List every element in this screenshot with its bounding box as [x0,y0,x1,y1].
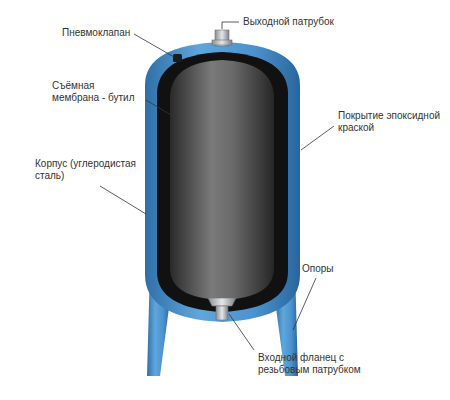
part-label: Корпус (углеродистая сталь) [35,158,143,182]
part-label: Опоры [302,263,352,275]
leader-line [134,34,174,57]
leader-line [293,278,316,330]
part-label: Входной фланец с резьбовым патрубком [258,352,382,376]
part-label: Съёмная мембрана - бутил [52,80,144,104]
leader-line [229,314,254,350]
tank-interior [157,52,288,312]
air-valve [173,54,182,62]
inlet-nipple [216,306,228,320]
outlet-nut [212,40,232,45]
tank-body [145,42,300,322]
part-label: Покрытие эпоксидной краской [338,110,442,134]
leader-line [100,186,146,214]
leader-line [222,22,239,29]
part-label: Пневмоклапан [62,27,134,39]
inlet-flange [208,298,236,306]
part-label: Выходной патрубок [243,16,363,28]
membrane [170,60,274,300]
leader-line [146,100,176,118]
leader-line [301,126,334,150]
